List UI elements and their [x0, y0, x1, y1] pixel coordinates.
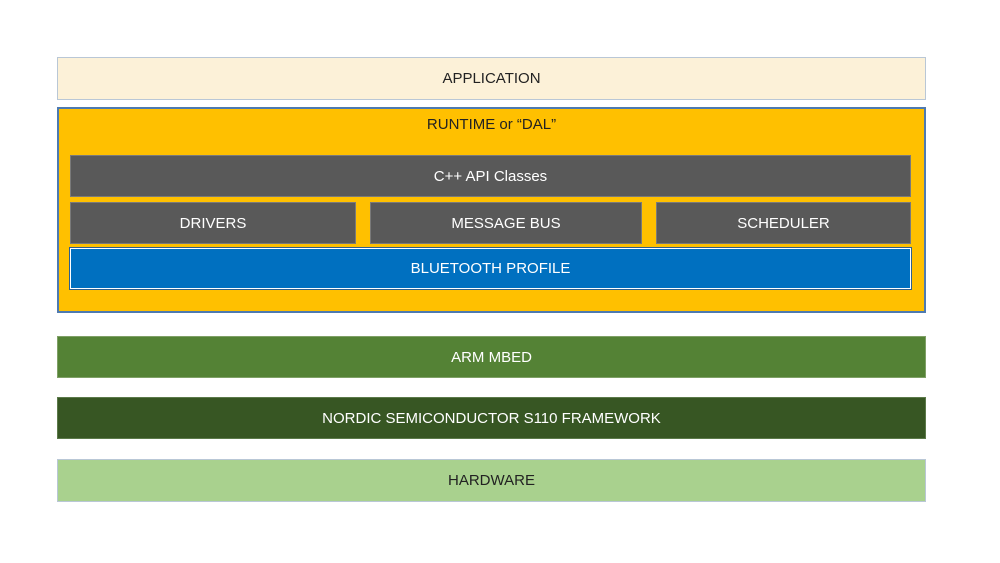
hardware-label: HARDWARE [448, 472, 535, 489]
arm-mbed-label: ARM MBED [451, 348, 532, 366]
drivers-label: DRIVERS [179, 214, 247, 232]
scheduler-label: SCHEDULER [737, 214, 830, 232]
application-layer: APPLICATION [57, 57, 926, 100]
bluetooth-profile-block: BLUETOOTH PROFILE [69, 247, 912, 290]
message-bus-label: MESSAGE BUS [451, 214, 561, 232]
bluetooth-profile-label: BLUETOOTH PROFILE [410, 260, 571, 277]
runtime-layer-label: RUNTIME or “DAL” [426, 116, 557, 133]
cpp-api-classes-label: C++ API Classes [433, 167, 548, 185]
nordic-s110-framework-label: NORDIC SEMICONDUCTOR S110 FRAMEWORK [322, 409, 661, 427]
message-bus-block: MESSAGE BUS [370, 202, 642, 244]
application-layer-label: APPLICATION [442, 70, 541, 87]
nordic-s110-framework-layer: NORDIC SEMICONDUCTOR S110 FRAMEWORK [57, 397, 926, 439]
hardware-layer: HARDWARE [57, 459, 926, 502]
arm-mbed-layer: ARM MBED [57, 336, 926, 378]
drivers-block: DRIVERS [70, 202, 356, 244]
cpp-api-classes-block: C++ API Classes [70, 155, 911, 197]
scheduler-block: SCHEDULER [656, 202, 911, 244]
